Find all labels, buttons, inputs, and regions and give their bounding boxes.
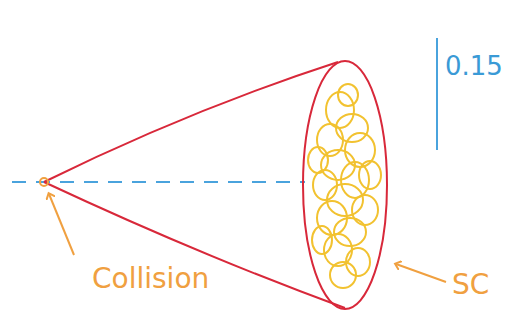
particle-cluster [308,84,381,288]
callout-label: SC [452,270,489,301]
sc-ellipse [303,61,387,309]
leader-arrow [49,194,74,255]
collision-point [40,178,48,186]
dimension-label: 0.15 [445,52,503,81]
cone-edge [44,62,338,182]
callout-label: Collision [92,264,209,295]
dimension-bar [436,38,438,150]
leader-arrow [396,264,446,282]
cone-edge [44,182,345,308]
axis-line [12,181,305,183]
